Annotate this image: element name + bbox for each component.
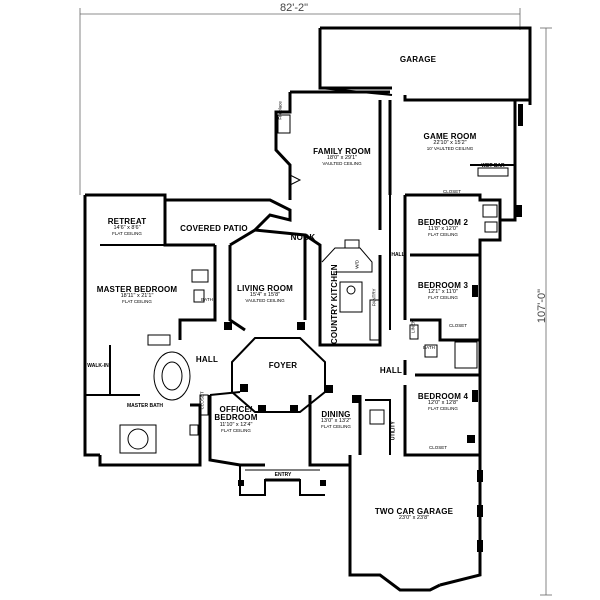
bedroom4-name: BEDROOM 4 bbox=[417, 392, 469, 401]
family-room-walls bbox=[274, 90, 390, 230]
bedroom2-ceiling: FLAT CEILING bbox=[428, 232, 458, 238]
master-bath-name: MASTER BATH bbox=[126, 403, 164, 409]
foyer-walls bbox=[231, 337, 333, 413]
retreat-label: RETREAT 14'6" x 8'6" FLAT CEILING bbox=[107, 217, 147, 237]
walk-in-label: WALK-IN bbox=[87, 363, 109, 369]
two-car-garage-walls bbox=[348, 453, 483, 592]
bedroom4-ceiling: FLAT CEILING bbox=[428, 406, 458, 412]
retreat-ceiling: FLAT CEILING bbox=[112, 231, 142, 237]
utility-name: UTILITY bbox=[390, 421, 397, 441]
pantry-label: PANTRY bbox=[371, 288, 377, 307]
hall-right-name: HALL bbox=[379, 366, 403, 375]
living-room-ceiling: VAULTED CEILING bbox=[245, 298, 285, 304]
garage-walls bbox=[318, 26, 532, 105]
entry-label: ENTRY bbox=[274, 472, 292, 478]
country-kitchen-label: COUNTRY KITCHEN bbox=[329, 264, 339, 345]
foyer-label: FOYER bbox=[268, 361, 298, 370]
bedroom3-name: BEDROOM 3 bbox=[417, 281, 469, 290]
bedroom2-name: BEDROOM 2 bbox=[417, 218, 469, 227]
width-dimension: 82'-2" bbox=[280, 2, 309, 14]
kitchen-walls bbox=[304, 233, 382, 347]
office-name: OFFICE/ bbox=[219, 405, 253, 414]
bedroom2-label: BEDROOM 2 11'8" x 12'0" FLAT CEILING bbox=[417, 218, 469, 238]
hall-right-label: HALL bbox=[379, 366, 403, 375]
nook-label: NOOK bbox=[290, 233, 316, 242]
nook-name: NOOK bbox=[290, 233, 316, 242]
office-ceiling: FLAT CEILING bbox=[221, 427, 251, 433]
dining-ceiling: FLAT CEILING bbox=[321, 424, 351, 430]
two-car-garage-name: TWO CAR GARAGE bbox=[374, 507, 454, 516]
wet-bar-label: WET BAR bbox=[481, 163, 505, 169]
closet-b3-label: CLOSET bbox=[448, 323, 468, 328]
wet-bar-name: WET BAR bbox=[481, 163, 505, 169]
garage-name: GARAGE bbox=[399, 55, 437, 64]
family-room-size: 18'0" x 29'1" bbox=[326, 155, 358, 162]
bedroom4-label: BEDROOM 4 12'0" x 12'8" FLAT CEILING bbox=[417, 392, 469, 412]
country-kitchen-name: COUNTRY KITCHEN bbox=[329, 264, 339, 345]
game-room-walls bbox=[388, 100, 523, 222]
family-room-name: FAMILY ROOM bbox=[313, 147, 371, 156]
bedroom3-size: 12'1" x 11'0" bbox=[428, 289, 458, 296]
game-room-name: GAME ROOM bbox=[423, 132, 477, 141]
game-room-ceiling: 10' VAULTED CEILING bbox=[426, 146, 474, 152]
hall-top-name: HALL bbox=[391, 252, 405, 258]
covered-patio-label: COVERED PATIO bbox=[180, 224, 248, 233]
two-car-garage-size: 23'0" x 23'8" bbox=[398, 515, 430, 522]
game-room-label: GAME ROOM 22'10" x 15'2" 10' VAULTED CEI… bbox=[423, 132, 477, 152]
depth-dimension: 107'-0" bbox=[536, 288, 549, 324]
master-bath-small-label: BATH bbox=[201, 297, 213, 302]
bath-b3-label: BATH bbox=[423, 345, 435, 350]
family-room-label: FAMILY ROOM 18'0" x 29'1" VAULTED CEILIN… bbox=[313, 147, 371, 167]
office-walls bbox=[199, 391, 265, 467]
living-room-label: LIVING ROOM 15'4" x 15'8" VAULTED CEILIN… bbox=[237, 284, 293, 304]
bedroom3-ceiling: FLAT CEILING bbox=[428, 295, 458, 301]
office-label: OFFICE/ BEDROOM 11'10" x 12'4" FLAT CEIL… bbox=[214, 405, 258, 433]
living-room-size: 15'4" x 15'8" bbox=[249, 292, 281, 299]
office-size: 11'10" x 12'4" bbox=[219, 421, 253, 428]
bedroom3-label: BEDROOM 3 12'1" x 11'0" FLAT CEILING bbox=[417, 281, 469, 301]
master-bath-label: MASTER BATH bbox=[126, 403, 164, 409]
bedroom2-size: 11'8" x 12'0" bbox=[428, 226, 458, 233]
dining-size: 13'0" x 13'2" bbox=[320, 418, 352, 425]
master-bedroom-size: 18'11" x 21'1" bbox=[120, 293, 154, 300]
hall-left-name: HALL bbox=[195, 355, 219, 364]
hall-left-label: HALL bbox=[195, 355, 219, 364]
closet-b4-label: CLOSET bbox=[428, 445, 448, 450]
master-suite-walls bbox=[83, 193, 292, 467]
two-car-garage-label: TWO CAR GARAGE 23'0" x 23'8" bbox=[374, 507, 454, 522]
wd-label: W/D bbox=[354, 259, 360, 269]
hall-top-label: HALL bbox=[391, 252, 405, 258]
dimension-lines bbox=[79, 8, 552, 596]
master-bedroom-name: MASTER BEDROOM bbox=[96, 285, 178, 294]
covered-patio-name: COVERED PATIO bbox=[180, 224, 248, 233]
game-room-size: 22'10" x 15'2" bbox=[433, 140, 467, 147]
garage-label: GARAGE bbox=[399, 55, 437, 64]
dining-walls bbox=[308, 395, 362, 467]
entry-walls bbox=[238, 465, 326, 496]
walk-in-name: WALK-IN bbox=[87, 363, 109, 369]
office-name2: BEDROOM bbox=[214, 413, 258, 423]
retreat-size: 14'6" x 8'6" bbox=[113, 225, 141, 232]
bedroom-wing-walls bbox=[389, 193, 522, 457]
closet-office-label: CLOSET bbox=[199, 391, 205, 410]
bedroom4-size: 12'0" x 12'8" bbox=[427, 400, 459, 407]
foyer-name: FOYER bbox=[268, 361, 298, 370]
entry-name: ENTRY bbox=[274, 472, 292, 478]
utility-label: UTILITY bbox=[390, 421, 397, 441]
living-room-name: LIVING ROOM bbox=[237, 284, 293, 293]
retreat-name: RETREAT bbox=[107, 217, 147, 226]
linen-label: LINEN bbox=[410, 319, 416, 333]
family-room-ceiling: VAULTED CEILING bbox=[322, 161, 362, 167]
dining-label: DINING 13'0" x 13'2" FLAT CEILING bbox=[320, 410, 352, 430]
utility-walls bbox=[365, 399, 391, 455]
closet-b2-label: CLOSET bbox=[442, 189, 462, 194]
dining-name: DINING bbox=[321, 410, 351, 419]
living-room-walls bbox=[224, 228, 307, 332]
master-bedroom-label: MASTER BEDROOM 18'11" x 21'1" FLAT CEILI… bbox=[96, 285, 178, 305]
fireplace-label: Fireplace bbox=[277, 101, 283, 120]
master-bedroom-ceiling: FLAT CEILING bbox=[122, 299, 152, 305]
